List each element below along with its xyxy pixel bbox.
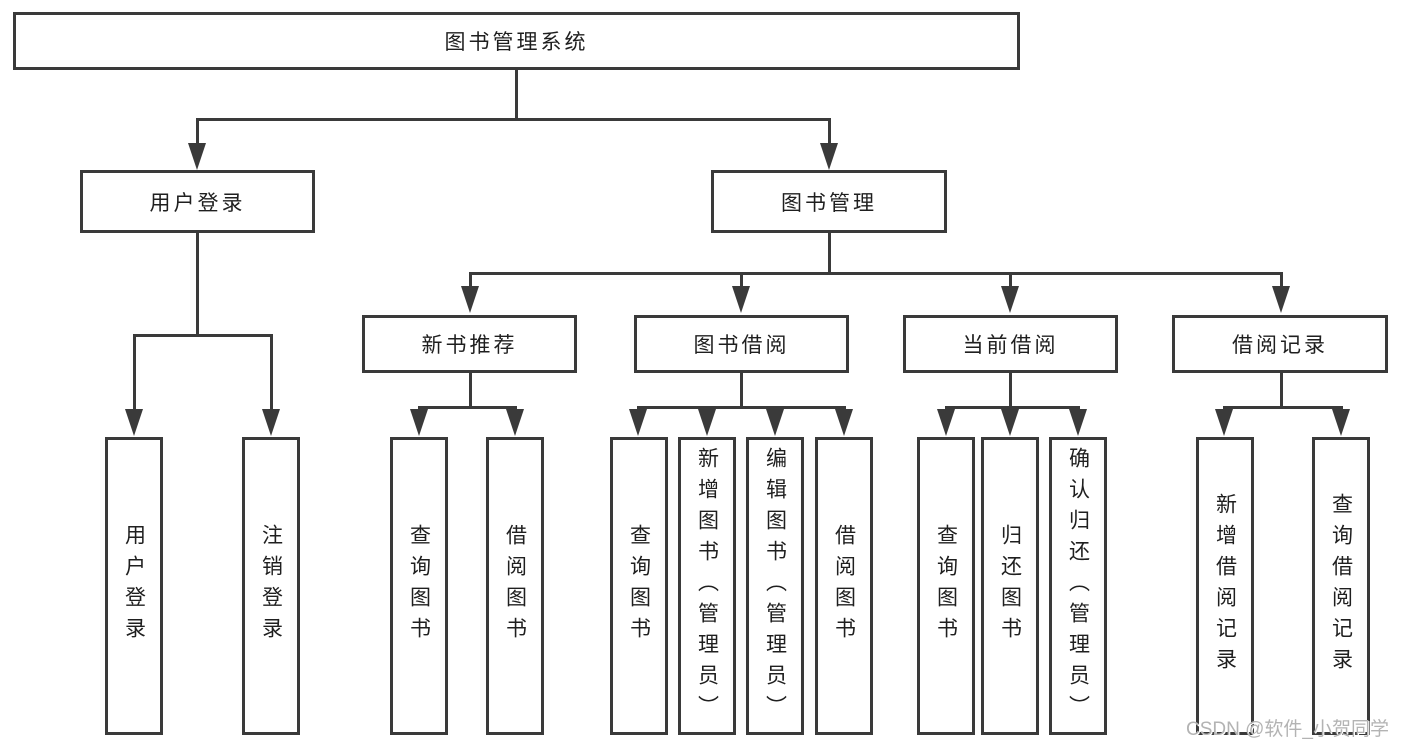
arrow-down-icon	[835, 409, 853, 436]
connector-line	[1009, 373, 1012, 409]
leaf-logout-label: 注销登录	[259, 524, 283, 648]
connector-line	[196, 118, 831, 121]
node-new-book-recommend: 新书推荐	[362, 315, 577, 373]
node-current-borrowing-label: 当前借阅	[962, 334, 1059, 357]
leaf-logout: 注销登录	[242, 437, 300, 735]
arrow-down-icon	[820, 143, 838, 170]
connector-line	[133, 334, 273, 337]
connector-line	[1280, 272, 1283, 290]
connector-line	[740, 272, 743, 290]
arrow-down-icon	[125, 409, 143, 436]
leaf-add-borrow-record: 新增借阅记录	[1196, 437, 1254, 735]
connector-line	[196, 233, 199, 337]
connector-line	[1009, 272, 1012, 290]
node-root: 图书管理系统	[13, 12, 1020, 70]
node-borrow-records-label: 借阅记录	[1232, 334, 1328, 357]
node-borrow-records: 借阅记录	[1172, 315, 1388, 373]
arrow-down-icon	[262, 409, 280, 436]
connector-line	[418, 406, 517, 409]
arrow-down-icon	[937, 409, 955, 436]
node-book-management-label: 图书管理	[781, 191, 877, 215]
arrow-down-icon	[1001, 409, 1019, 436]
arrow-down-icon	[188, 143, 206, 170]
leaf-confirm-return-admin: 确认归还（管理员）	[1049, 437, 1107, 735]
leaf-query-book-recommend: 查询图书	[390, 437, 448, 735]
leaf-borrow-book-recommend-label: 借阅图书	[503, 524, 527, 648]
leaf-borrow-book-recommend: 借阅图书	[486, 437, 544, 735]
arrow-down-icon	[1332, 409, 1350, 436]
arrow-down-icon	[732, 286, 750, 313]
arrow-down-icon	[410, 409, 428, 436]
leaf-query-book-current: 查询图书	[917, 437, 975, 735]
leaf-query-borrow-record-label: 查询借阅记录	[1329, 493, 1353, 679]
connector-line	[469, 272, 472, 290]
arrow-down-icon	[461, 286, 479, 313]
connector-line	[469, 373, 472, 409]
leaf-query-book-borrowing: 查询图书	[610, 437, 668, 735]
leaf-query-book-recommend-label: 查询图书	[407, 524, 431, 648]
leaf-confirm-return-admin-label: 确认归还（管理员）	[1066, 446, 1090, 726]
arrow-down-icon	[1069, 409, 1087, 436]
leaf-edit-book-admin: 编辑图书（管理员）	[746, 437, 804, 735]
csdn-watermark: CSDN @软件_小贺同学	[1186, 719, 1389, 740]
node-current-borrowing: 当前借阅	[903, 315, 1118, 373]
node-new-book-recommend-label: 新书推荐	[421, 334, 518, 357]
leaf-return-book: 归还图书	[981, 437, 1039, 735]
node-book-management: 图书管理	[711, 170, 947, 233]
connector-line	[637, 406, 846, 409]
arrow-down-icon	[698, 409, 716, 436]
connector-line	[740, 373, 743, 409]
node-book-borrowing: 图书借阅	[634, 315, 849, 373]
arrow-down-icon	[629, 409, 647, 436]
leaf-add-borrow-record-label: 新增借阅记录	[1213, 493, 1237, 679]
leaf-return-book-label: 归还图书	[998, 524, 1022, 648]
leaf-query-book-borrowing-label: 查询图书	[627, 524, 651, 648]
leaf-query-book-current-label: 查询图书	[934, 524, 958, 648]
leaf-edit-book-admin-label: 编辑图书（管理员）	[763, 446, 787, 726]
arrow-down-icon	[1272, 286, 1290, 313]
connector-line	[196, 118, 199, 148]
connector-line	[469, 272, 1283, 275]
connector-line	[515, 70, 518, 120]
leaf-add-book-admin-label: 新增图书（管理员）	[695, 446, 719, 726]
leaf-user-login-label: 用户登录	[122, 524, 146, 648]
connector-line	[945, 406, 1080, 409]
node-user-login-label: 用户登录	[149, 191, 246, 215]
node-book-borrowing-label: 图书借阅	[693, 334, 790, 357]
leaf-user-login: 用户登录	[105, 437, 163, 735]
arrow-down-icon	[1215, 409, 1233, 436]
arrow-down-icon	[1001, 286, 1019, 313]
connector-line	[1280, 373, 1283, 409]
node-user-login: 用户登录	[80, 170, 315, 233]
connector-line	[133, 334, 136, 412]
leaf-add-book-admin: 新增图书（管理员）	[678, 437, 736, 735]
leaf-query-borrow-record: 查询借阅记录	[1312, 437, 1370, 735]
leaf-borrow-book-borrowing-label: 借阅图书	[832, 524, 856, 648]
arrow-down-icon	[506, 409, 524, 436]
arrow-down-icon	[766, 409, 784, 436]
connector-line	[1223, 406, 1343, 409]
node-root-label: 图书管理系统	[444, 31, 589, 54]
connector-line	[828, 233, 831, 275]
connector-line	[270, 334, 273, 412]
connector-line	[828, 118, 831, 148]
leaf-borrow-book-borrowing: 借阅图书	[815, 437, 873, 735]
